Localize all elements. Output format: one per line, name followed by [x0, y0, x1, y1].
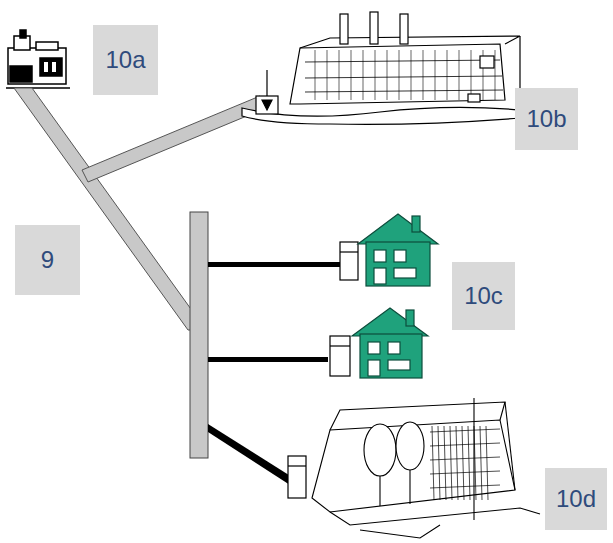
window-stroke: [438, 426, 440, 500]
main-line: [14, 88, 266, 330]
window-stroke: [399, 50, 400, 100]
window-stroke: [430, 457, 500, 460]
power-plant: [6, 30, 70, 88]
office-building: [312, 398, 540, 538]
window-stroke: [363, 50, 364, 100]
window-stroke: [375, 50, 376, 100]
window-stroke: [480, 426, 482, 500]
window-stroke: [450, 426, 452, 500]
window-stroke: [459, 50, 460, 100]
window-stroke: [423, 50, 424, 100]
window-stroke: [351, 50, 352, 100]
distribution-bus: [190, 212, 340, 485]
window-stroke: [430, 429, 500, 432]
window-stroke: [327, 50, 328, 100]
callout-number: 10a: [105, 46, 145, 74]
window-stroke: [444, 426, 446, 500]
window-stroke: [447, 50, 448, 100]
callout-number: 10c: [464, 282, 503, 310]
window-stroke: [495, 50, 496, 100]
callout-box: 10a: [93, 25, 158, 95]
window-stroke: [456, 426, 458, 500]
window-stroke: [432, 426, 434, 500]
window-stroke: [474, 426, 476, 500]
window-stroke: [430, 485, 500, 488]
window-stroke: [339, 50, 340, 100]
callout-box: 9: [15, 225, 80, 295]
callout-box: 10c: [452, 262, 515, 330]
window-stroke: [471, 50, 472, 100]
callout-box: 10b: [515, 88, 578, 150]
houses: [352, 214, 438, 378]
window-stroke: [315, 50, 316, 100]
window-stroke: [430, 471, 500, 474]
window-stroke: [468, 426, 470, 500]
window-stroke: [430, 443, 500, 446]
callout-number: 9: [41, 246, 54, 274]
window-stroke: [462, 426, 464, 500]
callout-number: 10d: [556, 485, 596, 513]
factory: [242, 12, 520, 124]
callout-number: 10b: [526, 105, 566, 133]
callout-box: 10d: [545, 468, 607, 530]
window-stroke: [486, 426, 488, 500]
window-stroke: [435, 50, 436, 100]
window-stroke: [411, 50, 412, 100]
window-stroke: [387, 50, 388, 100]
